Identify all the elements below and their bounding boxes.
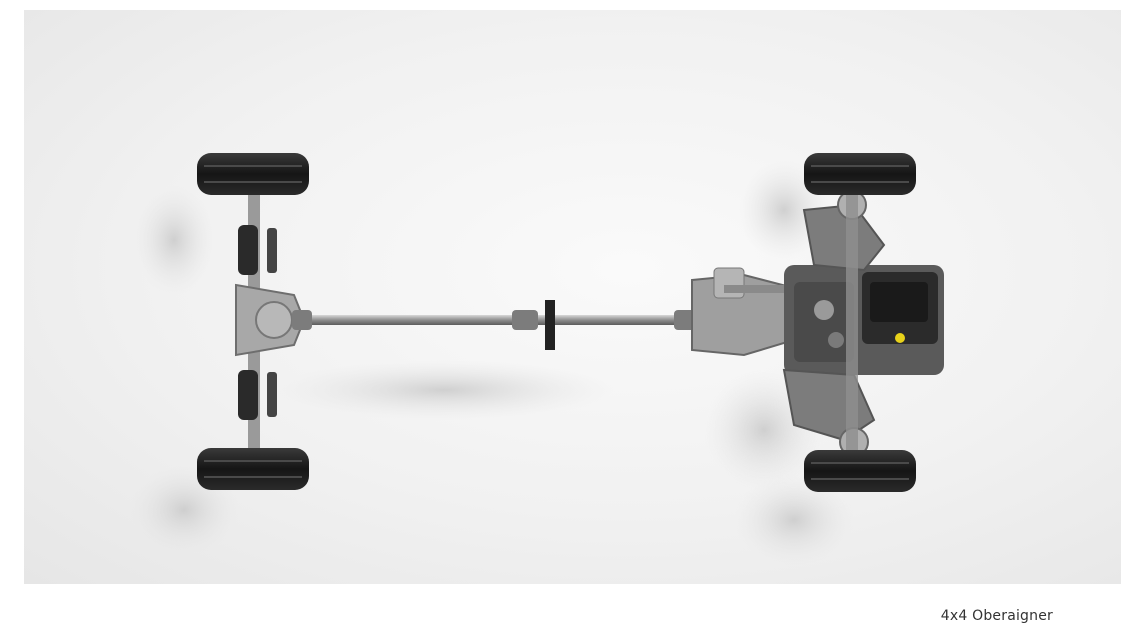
front-right-wheel	[804, 450, 916, 492]
front-left-wheel	[804, 153, 916, 195]
front-subframe	[782, 190, 886, 460]
chassis-photo	[24, 10, 1121, 584]
propeller-shaft	[292, 300, 696, 350]
chassis-drivetrain-icon	[129, 153, 944, 565]
transmission	[691, 267, 814, 357]
engine	[784, 265, 944, 375]
rear-axle	[235, 190, 306, 450]
rear-right-wheel	[197, 448, 309, 490]
shadows	[129, 160, 854, 565]
rear-left-wheel	[197, 153, 309, 195]
image-caption: 4x4 Oberaigner	[940, 608, 1053, 624]
